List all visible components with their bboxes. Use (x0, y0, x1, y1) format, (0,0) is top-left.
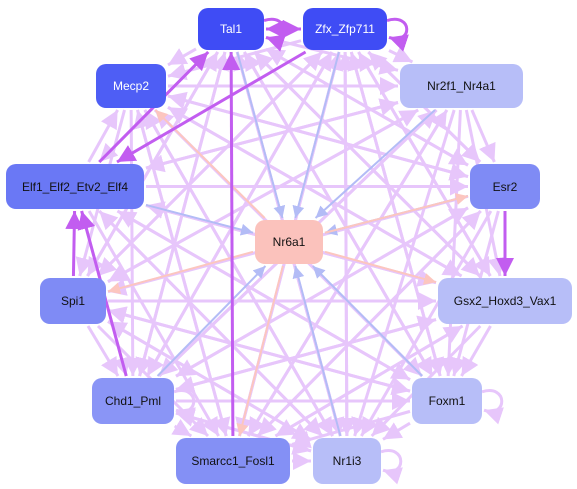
edge-spi1-to-nr2f1 (107, 108, 419, 283)
edge-nr6a1-to-esr2 (324, 193, 469, 234)
edge-foxm1-to-nr1i3 (382, 421, 411, 441)
node-label: Nr1i3 (332, 454, 362, 468)
edge-chd1-to-nr6a1 (156, 265, 267, 377)
edge-nr1i3-to-elf1 (98, 209, 324, 438)
edge-nr1i3-to-mecp2 (143, 109, 334, 437)
node-nr2f1[interactable]: Nr2f1_Nr4a1 (400, 64, 523, 108)
edge-nr1i3-to-spi1 (107, 320, 312, 442)
node-label: Spi1 (60, 294, 86, 308)
edge-zfx-to-gsx2 (357, 51, 492, 277)
edge-chd1-to-smarcc1 (171, 419, 193, 438)
node-label: Nr6a1 (272, 235, 306, 249)
edge-nr6a1-to-smarcc1 (236, 265, 284, 437)
edge-foxm1-to-nr6a1 (312, 265, 423, 377)
node-label: Smarcc1_Fosl1 (191, 454, 275, 468)
edge-chd1-to-gsx2 (175, 315, 437, 391)
node-label: Chd1_Pml (104, 394, 162, 408)
node-label: Nr2f1_Nr4a1 (427, 79, 496, 93)
edge-elf1-to-nr2f1 (145, 98, 399, 170)
edge-foxm1-to-spi1 (107, 306, 411, 393)
edge-chd1-to-chd1 (173, 389, 196, 425)
edge-zfx-to-elf1 (116, 50, 307, 164)
edge-zfx-to-nr6a1 (292, 51, 340, 219)
edge-tal1-to-tal1 (263, 17, 286, 52)
edge-nr2f1-to-nr6a1 (314, 109, 436, 219)
node-zfx[interactable]: Zfx_Zfp711 (303, 8, 387, 50)
node-nr6a1[interactable]: Nr6a1 (255, 220, 323, 264)
node-foxm1[interactable]: Foxm1 (412, 378, 482, 424)
edge-foxm1-to-foxm1 (481, 389, 504, 425)
edge-foxm1-to-elf1 (116, 209, 411, 381)
edge-tal1-to-nr6a1 (236, 51, 286, 219)
edge-elf1-to-nr6a1 (145, 203, 254, 236)
edge-nr2f1-to-esr2 (470, 109, 496, 163)
node-mecp2[interactable]: Mecp2 (96, 64, 166, 108)
node-label: Zfx_Zfp711 (315, 22, 375, 36)
node-smarcc1[interactable]: Smarcc1_Fosl1 (176, 438, 290, 484)
edge-spi1-to-elf1 (65, 210, 84, 277)
node-tal1[interactable]: Tal1 (198, 8, 264, 50)
edge-chd1-to-esr2 (175, 206, 469, 378)
edge-nr1i3-to-nr6a1 (292, 265, 342, 437)
edge-tal1-to-mecp2 (167, 47, 197, 67)
node-chd1[interactable]: Chd1_Pml (92, 378, 174, 424)
node-gsx2[interactable]: Gsx2_Hoxd3_Vax1 (438, 278, 572, 324)
node-elf1[interactable]: Elf1_Elf2_Etv2_Elf4 (6, 164, 144, 209)
edge-nr6a1-to-spi1 (107, 250, 254, 295)
edge-tal1-to-gsx2 (253, 50, 481, 278)
edge-spi1-to-chd1 (86, 325, 120, 377)
node-label: Esr2 (492, 179, 518, 194)
edge-smarcc1-to-tal1 (222, 51, 241, 437)
edge-zfx-to-zfx (386, 17, 409, 52)
edge-zfx-to-chd1 (145, 51, 334, 377)
node-spi1[interactable]: Spi1 (40, 278, 106, 324)
node-label: Elf1_Elf2_Etv2_Elf4 (21, 179, 129, 194)
node-label: Tal1 (219, 22, 242, 36)
edge-tal1-to-spi1 (86, 51, 219, 277)
edge-gsx2-to-mecp2 (167, 105, 463, 278)
node-label: Gsx2_Hoxd3_Vax1 (453, 294, 557, 308)
edge-zfx-to-nr1i3 (337, 51, 356, 437)
edge-gsx2-to-foxm1 (460, 325, 492, 377)
edge-zfx-to-nr2f1 (388, 46, 414, 64)
node-label: Mecp2 (112, 79, 150, 93)
node-nr1i3[interactable]: Nr1i3 (313, 438, 381, 484)
edge-nr1i3-to-nr1i3 (380, 449, 403, 485)
node-label: Foxm1 (428, 394, 466, 408)
edge-tal1-to-foxm1 (243, 51, 434, 377)
edge-elf1-to-mecp2 (87, 109, 119, 163)
node-esr2[interactable]: Esr2 (470, 164, 540, 209)
edge-nr6a1-to-gsx2 (324, 250, 437, 285)
